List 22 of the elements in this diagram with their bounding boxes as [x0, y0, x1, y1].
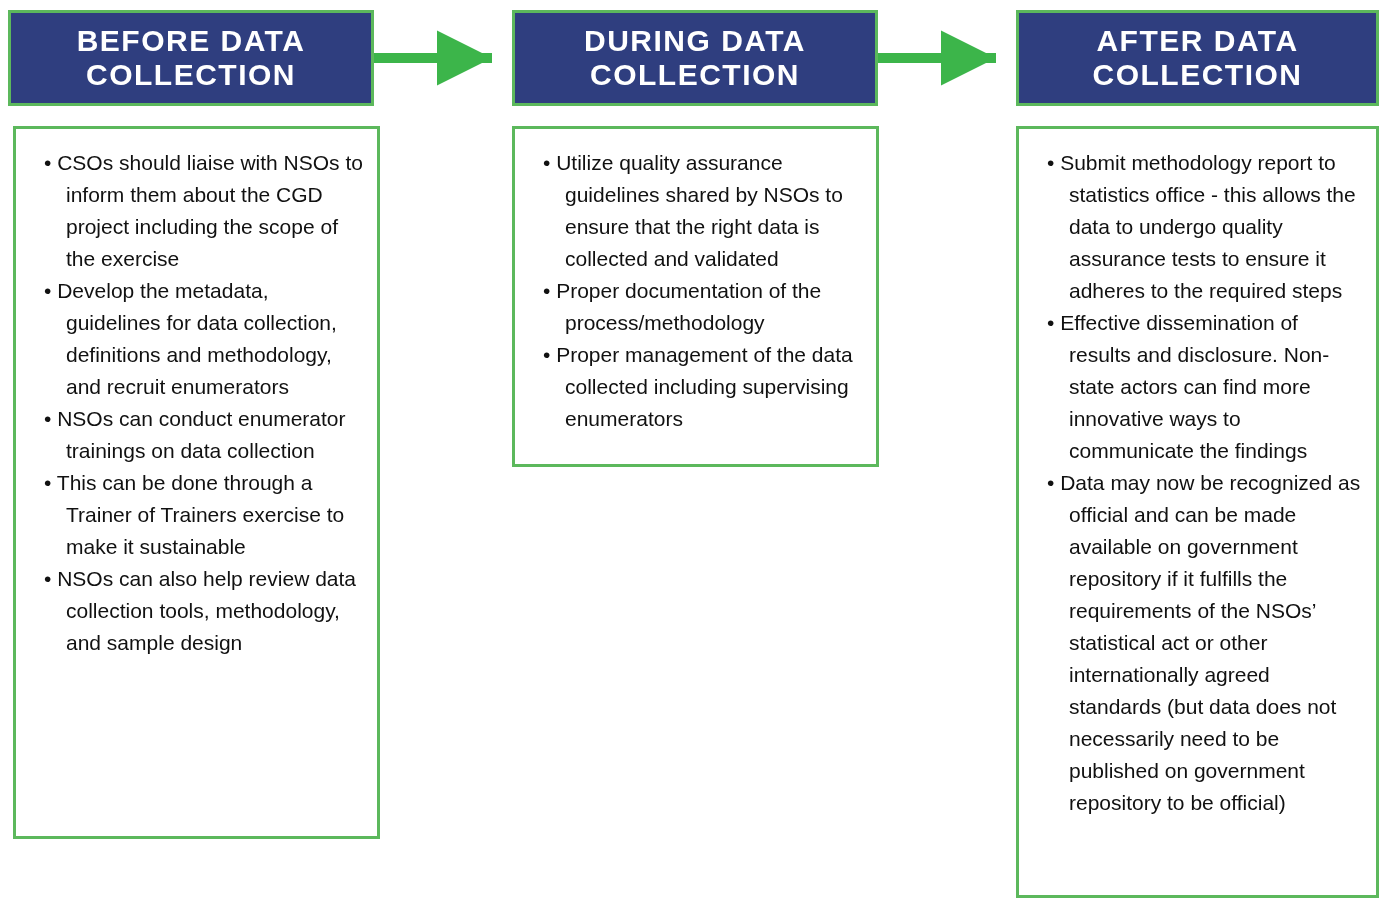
bullet-item: • NSOs can also help review data collection tools, methodology, and sample design: [44, 566, 357, 656]
bullet-item: • Effective dissemination of results and disclosure. Non-state actors can find more innovative ways to communicate the findings: [1047, 310, 1331, 464]
bullet-item: • Proper documentation of the process/methodology: [543, 278, 823, 336]
stage-header-box: [1016, 10, 1379, 106]
stage-title: DURING DATA COLLECTION: [582, 24, 807, 92]
bullet-item: • Submit methodology report to statistics office - this allows the data to undergo quality assurance tests to ensure it adheres to the required steps: [1047, 150, 1357, 304]
bullet-item: • This can be done through a Trainer of Trainers exercise to make it sustainable: [44, 470, 346, 560]
stage-title: AFTER DATA COLLECTION: [1091, 24, 1304, 92]
bullet-list-box: [512, 126, 879, 467]
bullet-list-box: [1016, 126, 1379, 898]
arrow: [878, 30, 996, 86]
stage-header-box: [8, 10, 374, 106]
bullet-item: • NSOs can conduct enumerator trainings on data collection: [44, 406, 347, 464]
bullet-item: • Develop the metadata, guidelines for data collection, definitions and methodology, and recruit enumerators: [44, 278, 338, 400]
bullet-item: • Proper management of the data collected including supervising enumerators: [543, 342, 854, 432]
arrow: [374, 30, 492, 86]
stage-title: BEFORE DATA COLLECTION: [75, 24, 307, 92]
bullet-item: • CSOs should liaise with NSOs to inform them about the CGD project including the scope of the exercise: [44, 150, 364, 272]
bullet-list-box: [13, 126, 380, 839]
bullet-item: • Data may now be recognized as official and can be made available on government repository if it fulfills the requirements of the NSOs’ statistical act or other internationally agreed standards (but data does not necessarily need to be published on government repository to be official): [1047, 470, 1362, 816]
bullet-item: • Utilize quality assurance guidelines shared by NSOs to ensure that the right data is collected and validated: [543, 150, 844, 272]
stage-header-box: [512, 10, 878, 106]
